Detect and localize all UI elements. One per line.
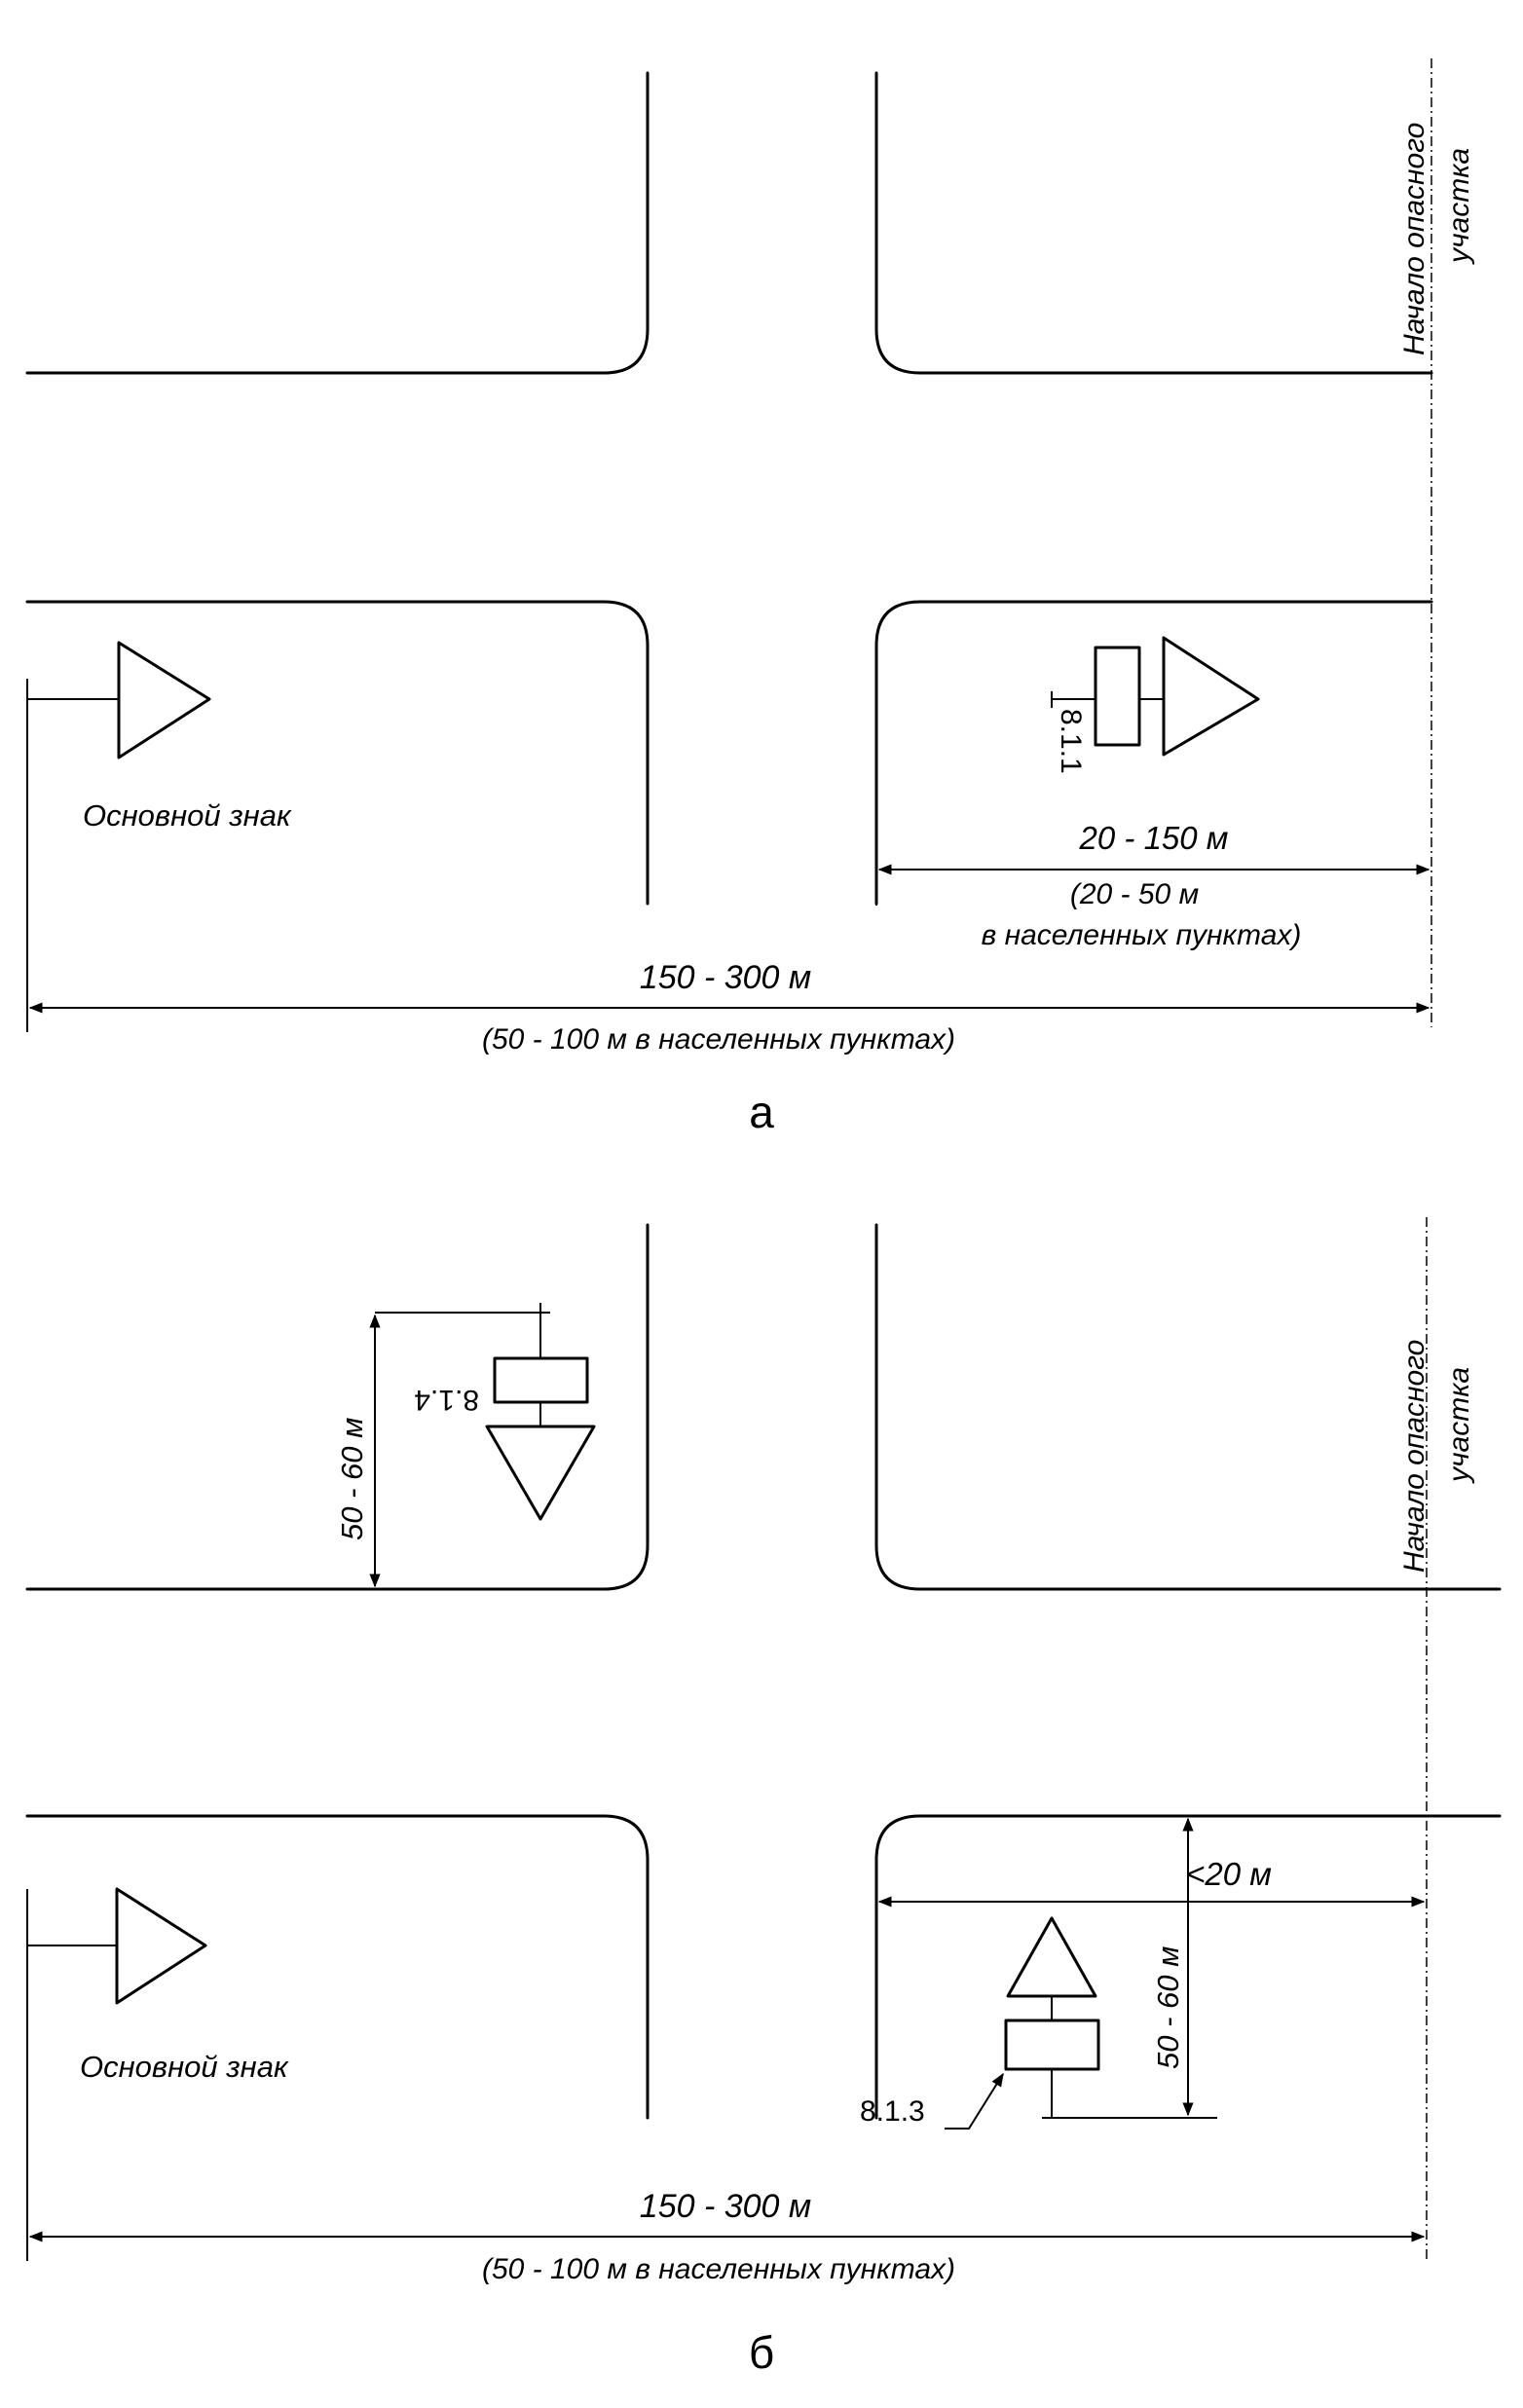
side-distance-b-lower: 50 - 60 м bbox=[1151, 1946, 1185, 2069]
side-distance-b-upper: 50 - 60 м bbox=[335, 1418, 369, 1540]
warning-triangle-icon bbox=[1162, 636, 1260, 757]
total-distance-note-b: (50 - 100 м в населенных пунктах) bbox=[482, 2253, 955, 2285]
plate-code-b-lower: 8.1.3 bbox=[860, 2095, 925, 2128]
diagram-a: Начало опасного участка Основной знак 8.… bbox=[25, 58, 1475, 1137]
near-distance-b: <20 м bbox=[1186, 1856, 1272, 1892]
road-edges-b bbox=[25, 1223, 1502, 2120]
warning-triangle-icon bbox=[1006, 1916, 1097, 1998]
panel-label-a: а bbox=[749, 1087, 774, 1137]
warning-triangle-icon bbox=[115, 1887, 207, 2005]
plate-code-a: 8.1.1 bbox=[1055, 709, 1087, 774]
near-distance-note-a-line1: (20 - 50 м bbox=[1070, 878, 1199, 910]
warning-triangle-icon bbox=[117, 641, 211, 759]
repeat-sign-b-lower bbox=[1004, 1916, 1217, 2119]
plate-code-b-upper: 8.1.4 bbox=[414, 1384, 479, 1416]
hazard-start-label-a: Начало опасного bbox=[1398, 123, 1430, 355]
hazard-start-label-a-line2: участка bbox=[1443, 148, 1475, 265]
plate-8-1-4 bbox=[493, 1356, 589, 1404]
main-sign-label-b: Основной знак bbox=[80, 2050, 289, 2084]
near-distance-a: 20 - 150 м bbox=[1079, 820, 1229, 856]
near-distance-note-a-line2: в населенных пунктах) bbox=[982, 919, 1302, 951]
plate-8-1-3 bbox=[1004, 2019, 1100, 2071]
main-sign-a bbox=[26, 641, 211, 1032]
total-distance-b: 150 - 300 м bbox=[640, 2188, 811, 2225]
main-sign-b bbox=[26, 1887, 207, 2261]
hazard-start-label-b: Начало опасного bbox=[1398, 1340, 1430, 1573]
diagram-b: Начало опасного участка 8.1.4 50 - 60 м … bbox=[25, 1217, 1502, 2378]
panel-label-b: б bbox=[749, 2327, 774, 2378]
warning-triangle-icon bbox=[485, 1425, 596, 1521]
plate-8-1-1 bbox=[1094, 646, 1141, 747]
plate-code-b-lower-leader bbox=[945, 2072, 1004, 2130]
total-distance-note-a: (50 - 100 м в населенных пунктах) bbox=[482, 1023, 955, 1056]
hazard-start-label-b-line2: участка bbox=[1443, 1367, 1475, 1484]
total-distance-a: 150 - 300 м bbox=[640, 959, 811, 996]
repeat-sign-b-upper bbox=[375, 1303, 596, 1521]
repeat-sign-a bbox=[1051, 636, 1260, 757]
road-edges-a bbox=[25, 71, 1433, 906]
main-sign-label-a: Основной знак bbox=[83, 798, 292, 833]
